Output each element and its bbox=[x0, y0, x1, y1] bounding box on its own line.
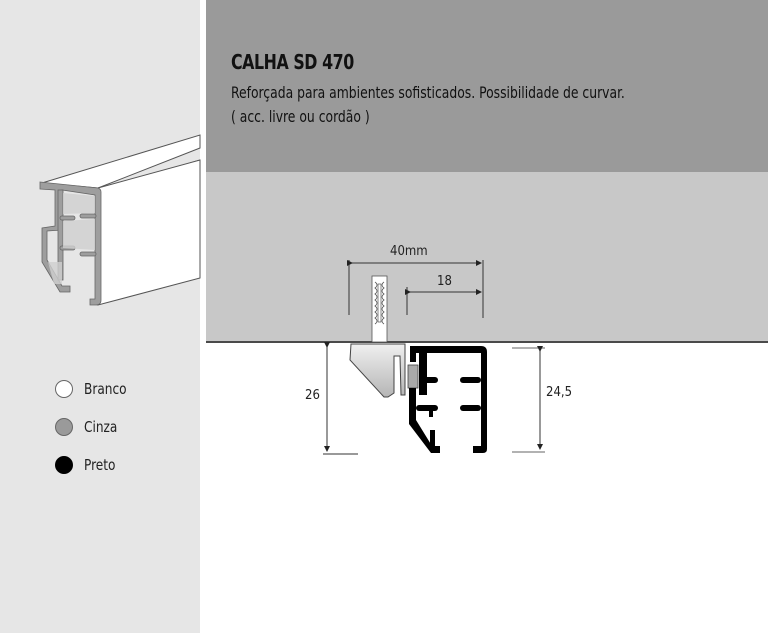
ceiling-band bbox=[206, 172, 768, 342]
left-panel bbox=[0, 0, 200, 633]
color-option-preto: Preto bbox=[55, 456, 119, 474]
ceiling-line bbox=[206, 341, 768, 343]
white-swatch-icon bbox=[55, 380, 73, 398]
gray-swatch-icon bbox=[55, 418, 73, 436]
product-accessories-note: ( acc. livre ou cordão ) bbox=[231, 107, 370, 126]
color-label: Cinza bbox=[84, 418, 118, 436]
dimension-bracket-height: 26 bbox=[305, 388, 320, 403]
dimension-rail-height: 24,5 bbox=[546, 385, 573, 400]
color-label: Preto bbox=[84, 456, 116, 474]
black-swatch-icon bbox=[55, 456, 73, 474]
header-band bbox=[206, 0, 768, 172]
color-label: Branco bbox=[84, 380, 127, 398]
product-description: Reforçada para ambientes sofisticados. P… bbox=[231, 83, 625, 102]
dimension-total-width: 40mm bbox=[390, 244, 428, 259]
product-title: CALHA SD 470 bbox=[231, 50, 354, 74]
wall-plug-icon bbox=[371, 275, 388, 343]
color-option-branco: Branco bbox=[55, 380, 131, 398]
dimension-offset-width: 18 bbox=[437, 274, 452, 289]
color-option-cinza: Cinza bbox=[55, 418, 121, 436]
